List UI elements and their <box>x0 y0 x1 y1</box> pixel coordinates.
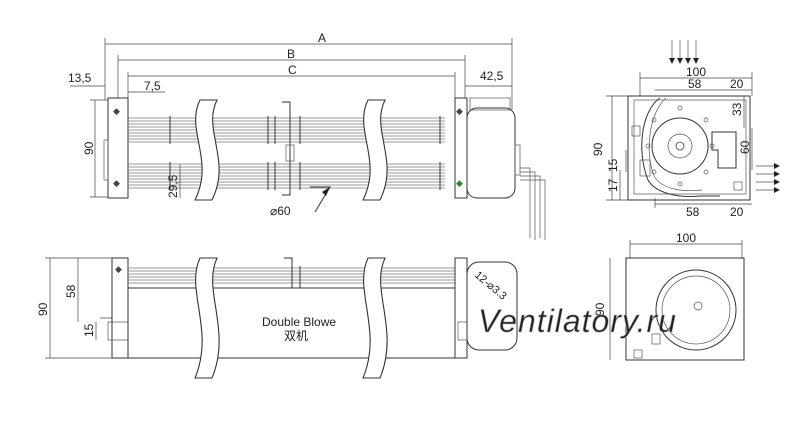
dim-20-bottom: 20 <box>730 205 744 219</box>
dim-58-front: 58 <box>64 284 78 298</box>
dim-13-5: 13,5 <box>68 71 92 85</box>
dim-c: C <box>288 63 297 77</box>
svg-text:◆: ◆ <box>456 106 463 116</box>
dim-90-front: 90 <box>36 302 50 316</box>
model-label-en: Double Blowe <box>262 315 336 329</box>
dim-42-5: 42,5 <box>480 69 504 83</box>
dim-b: B <box>287 47 295 61</box>
dim-a: A <box>318 31 326 45</box>
svg-text:◆: ◆ <box>113 178 120 188</box>
dim-17: 17 <box>606 178 620 192</box>
dim-20-top: 20 <box>730 77 744 91</box>
dim-15-side: 15 <box>606 158 620 172</box>
dim-90-end: 90 <box>593 302 607 316</box>
svg-text:◆: ◆ <box>456 178 463 188</box>
model-label-cn: 双机 <box>284 329 308 343</box>
break-wave-4 <box>362 257 388 379</box>
front-view: 90 58 20 15 ◆ Double Blowe 双机 <box>36 257 518 379</box>
dim-7-5: 7,5 <box>144 79 161 93</box>
dim-33: 33 <box>730 102 744 116</box>
end-view: 100 90 <box>593 231 745 361</box>
side-view: 100 58 20 33 60 <box>591 40 780 219</box>
dim-diam-60: ⌀60 <box>270 204 291 218</box>
dim-100-end: 100 <box>676 231 696 245</box>
watermark: Ventilatory.ru <box>478 303 677 339</box>
dim-90-top: 90 <box>82 141 96 155</box>
lower-wheel-rods <box>128 163 445 189</box>
dim-60: 60 <box>738 140 752 154</box>
svg-text:◆: ◆ <box>115 264 122 274</box>
break-wave-2 <box>362 99 388 201</box>
dim-90-side: 90 <box>591 142 605 156</box>
upper-wheel-rods <box>128 117 445 143</box>
break-wave-3 <box>194 257 220 379</box>
dim-100-side: 100 <box>686 65 706 79</box>
dim-58-top: 58 <box>688 77 702 91</box>
airflow-in-arrows <box>669 40 699 64</box>
dim-58-bottom: 58 <box>686 205 700 219</box>
top-view: A B C 13,5 7,5 42,5 90 ◆ ◆ <box>68 31 546 240</box>
dim-29-5: 29,5 <box>166 174 180 198</box>
svg-text:◆: ◆ <box>113 106 120 116</box>
airflow-out-arrows <box>756 163 780 193</box>
dim-15-front: 15 <box>82 323 96 337</box>
break-wave-1 <box>194 99 220 201</box>
